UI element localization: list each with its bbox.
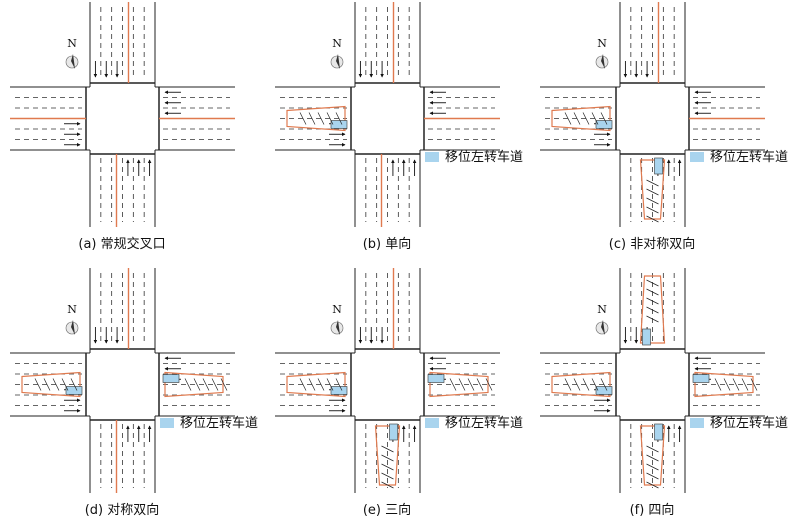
north-label: N (597, 37, 607, 50)
center-line (164, 371, 224, 398)
north-compass-icon (65, 54, 79, 69)
center-line (551, 105, 611, 132)
shifted-left-turn-lane (595, 120, 613, 129)
crossover-marks (564, 112, 608, 125)
north-compass-icon (65, 320, 79, 335)
north-label: N (597, 303, 607, 316)
crossover-marks (34, 378, 78, 391)
crossover-marks (299, 112, 343, 125)
road-outline (540, 268, 765, 493)
shifted-left-turn-lane (642, 328, 651, 346)
road-outline (10, 2, 235, 227)
crossover-marks (381, 445, 394, 489)
crossover-marks (646, 445, 659, 489)
panel-caption: (c) 非对称双向 (609, 236, 695, 252)
panel-caption: (a) 常规交叉口 (78, 236, 165, 252)
panel-e: N 移位左转车道 (e) 三向 (275, 268, 523, 518)
north-label: N (67, 303, 77, 316)
north-label: N (332, 303, 342, 316)
north-label: N (67, 37, 77, 50)
legend-label: 移位左转车道 (710, 415, 788, 431)
shifted-left-turn-lane (330, 120, 348, 129)
north-compass-icon (595, 320, 609, 335)
legend-swatch (425, 418, 439, 428)
road-outline (10, 268, 235, 493)
shifted-left-turn-lane (692, 374, 710, 383)
legend-label: 移位左转车道 (710, 149, 788, 165)
center-line (429, 371, 489, 398)
panel-d: N 移位左转车道 (d) 对称双向 (10, 268, 258, 518)
shifted-left-turn-lane (595, 386, 613, 395)
panel-b: N 移位左转车道 (b) 单向 (275, 2, 523, 252)
road-outline (275, 268, 500, 493)
panel-caption: (f) 四向 (630, 502, 675, 518)
crossover-marks (449, 378, 493, 391)
legend-swatch (160, 418, 174, 428)
legend-swatch (690, 152, 704, 162)
shifted-left-turn-lane (654, 157, 663, 175)
panel-caption: (d) 对称双向 (85, 502, 160, 518)
panel-caption: (b) 单向 (363, 236, 412, 252)
road-outline (275, 2, 500, 227)
legend-label: 移位左转车道 (180, 415, 258, 431)
shifted-left-turn-lane (65, 386, 83, 395)
legend-swatch (425, 152, 439, 162)
north-compass-icon (595, 54, 609, 69)
center-line (639, 275, 666, 344)
legend-label: 移位左转车道 (445, 415, 523, 431)
legend-swatch (690, 418, 704, 428)
crossover-marks (299, 378, 343, 391)
crossover-marks (714, 378, 758, 391)
panel-c: N 移位左转车道 (c) 非对称双向 (540, 2, 788, 252)
crossover-marks (646, 279, 659, 323)
center-line (694, 371, 754, 398)
panel-caption: (e) 三向 (363, 502, 411, 518)
shifted-left-turn-lane (654, 423, 663, 441)
shifted-left-turn-lane (427, 374, 445, 383)
center-line (286, 371, 346, 398)
center-line (286, 105, 346, 132)
crossover-marks (646, 179, 659, 223)
center-line (551, 371, 611, 398)
panel-a: N (a) 常规交叉口 (10, 2, 235, 252)
center-line (21, 371, 81, 398)
north-compass-icon (330, 320, 344, 335)
shifted-left-turn-lane (162, 374, 180, 383)
crossover-marks (184, 378, 228, 391)
legend-label: 移位左转车道 (445, 149, 523, 165)
panel-f: N 移位左转车道 (f) 四向 (540, 268, 788, 518)
crossover-marks (564, 378, 608, 391)
north-label: N (332, 37, 342, 50)
north-compass-icon (330, 54, 344, 69)
shifted-left-turn-lane (389, 423, 398, 441)
road-outline (540, 2, 765, 227)
shifted-left-turn-lane (330, 386, 348, 395)
